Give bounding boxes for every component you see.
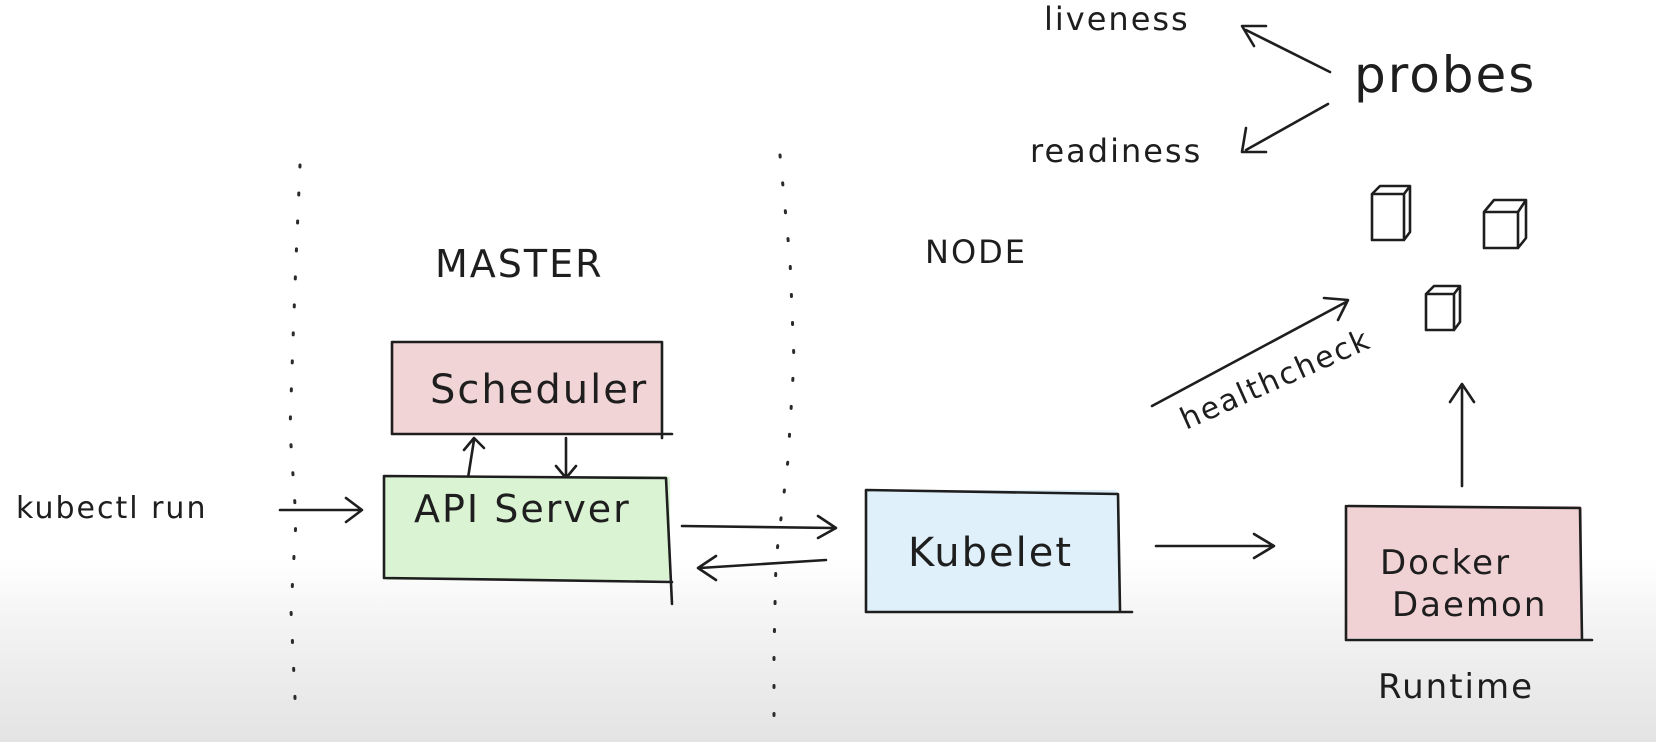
arrow-kubelet-to-docker [1154,532,1276,560]
scheduler-label: Scheduler [430,367,648,413]
scheduler-box-fill [392,342,662,434]
readiness-label: readiness [1030,132,1202,170]
arrow-api-to-scheduler [462,436,486,480]
api-server-box-fill [384,476,670,580]
scheduler-box: Scheduler [390,340,674,440]
probes-label: probes [1354,46,1536,104]
arrow-healthcheck [1150,296,1350,408]
runtime-label: Runtime [1378,667,1534,707]
separator-line-right [772,153,796,732]
docker-daemon-label-line1: Docker [1380,543,1511,583]
arrow-kubectl-to-api [278,496,364,524]
kubectl-run-label: kubectl run [16,491,207,526]
arrow-api-to-kubelet [680,514,838,540]
docker-daemon-label-line2: Daemon [1392,585,1547,625]
api-server-label: API Server [414,487,631,531]
docker-daemon-box: Docker Daemon [1344,504,1594,642]
container-icon [1482,198,1528,250]
kubelet-box: Kubelet [864,488,1134,614]
arrow-kubelet-to-api [696,554,828,582]
kubelet-box-fill [866,490,1118,612]
arrow-probes-to-readiness [1240,102,1330,154]
docker-daemon-box-fill [1346,506,1582,638]
arrow-probes-to-liveness [1240,24,1332,74]
container-icon [1424,284,1462,332]
kubelet-label: Kubelet [908,530,1073,576]
master-label: MASTER [435,242,604,286]
arrow-scheduler-to-api [554,436,578,480]
liveness-label: liveness [1044,0,1190,38]
node-label: NODE [925,233,1027,271]
container-icon [1370,184,1412,242]
separator-line-left [288,163,302,722]
arrow-docker-to-containers [1448,382,1476,488]
api-server-box: API Server [382,474,674,606]
